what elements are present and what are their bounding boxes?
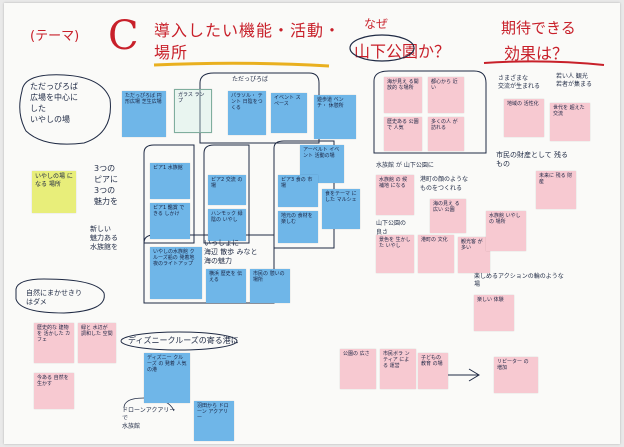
three-piers-text: 3つの ピアに 3つの 魅力を: [94, 164, 118, 206]
nature-box-text: 自然にまかせきり はダメ: [26, 289, 82, 306]
blue-long-note: いやしの水族館 クルーズ船の 発着地 夜のライトアップ: [150, 247, 202, 299]
pier1-note: ピア1 水族館: [150, 163, 190, 199]
why-header: 山下公園か？: [354, 42, 451, 61]
effect-text-1: さまざまな 交流が生まれる: [498, 75, 541, 90]
why-note-8: 港町の 文化: [418, 235, 454, 273]
effect-text-4: 楽しめるアクションの輪のような 場: [474, 273, 564, 288]
whiteboard: (テーマ) C 導入したい機能・活動・場所 なぜ 山下公園か？ 期待できる 効果…: [4, 3, 620, 444]
drone-blue-note: 羽田から ドローン アクアリー: [194, 401, 234, 441]
center-note-1: パラソル・ テント 日陰をつくる: [228, 91, 266, 135]
why-note-9: 観光客 が多い: [458, 237, 490, 273]
expected-top: 期待できる: [501, 19, 576, 37]
center-note-2: イベント スペース: [271, 93, 307, 133]
expected-header: 効果は？: [504, 44, 569, 63]
plaza-clear-note: ガラス ランプ: [174, 89, 212, 133]
why-note-1: 海が見え る開放的 な場所: [384, 77, 422, 113]
effect-note-1: 地域の 活性化: [504, 99, 544, 137]
blue-mid-note-1: 横浜 歴史を 伝える: [206, 269, 246, 303]
theme-letter: C: [108, 13, 139, 59]
effect-text-2: 若い人 観光 若者が集まる: [556, 73, 593, 88]
left-pink-note-3: 今ある 自然を 生かす: [34, 373, 74, 409]
why-top: なぜ: [364, 17, 389, 31]
pier-head-label: ただっぴろば: [232, 76, 269, 83]
left-pink-note-2: 緑と 水辺が 調和した 空間: [78, 323, 116, 363]
drone-label: ドローンアクアリー で 水族館: [122, 407, 176, 430]
center-note-3: 遊歩道 ベンチ・ 休憩所: [314, 95, 356, 139]
effect-note-6: リピーター の 増加: [494, 357, 538, 393]
why-text-3: 山下公園の 良さ: [376, 220, 407, 236]
mid-text-2: いっしょに 海辺 散歩 みなと 海の魅力: [204, 239, 258, 265]
why-text-1: 水族館 が 山下公園に: [376, 162, 434, 169]
why-text-2: 港町の顔のような ものをつくれる: [420, 176, 469, 192]
why-note-5: 水族館 の 候補地 になる: [376, 175, 414, 215]
effect-text-3: 市民の財産として 残る もの: [496, 151, 569, 168]
yellow-note: いやしの場 になる 場所: [32, 171, 76, 213]
facility-header: 導入したい機能・活動・場所: [154, 21, 342, 62]
pier2-note: ピア2 交流 の場: [208, 175, 246, 205]
pier3-note: ピア3 食の 市場: [278, 175, 318, 207]
bottom-pink-note-2: 子どもの 教育 の場: [418, 353, 448, 389]
effect-note-3: 未来に 残る 財産: [536, 171, 576, 209]
effect-note-5: 楽しい 体験: [474, 295, 514, 331]
plaza-blue-note: ただっぴろば 円形広場 芝生広場: [122, 91, 166, 137]
effect-note-2: 世代を 超えた 交流: [550, 103, 590, 141]
bottom-pink-note-1: 市民ボラ ンティア による 運営: [380, 349, 416, 389]
blue-mid-note-2: 市民の 憩いの 場所: [250, 269, 290, 303]
cruise-label: ディズニークルーズの寄る港に: [128, 336, 239, 345]
why-note-3: 歴史ある 公園で 人気: [384, 117, 422, 151]
effect-note-4: 水族館 いやし の 場所: [486, 211, 526, 251]
pier1b-note: ピア1 鑑賞 できる しかけ: [150, 203, 190, 239]
theme-label: (テーマ): [30, 29, 80, 44]
plaza-text: ただっぴろば 広場を中心に した いやしの場: [30, 82, 78, 124]
pier3c-note: 食をテーマ にした マルシェ: [322, 189, 360, 229]
why-note-2: 都心から 近い: [428, 77, 464, 113]
why-note-7: 景色を 生かした いやし: [376, 235, 414, 273]
left-pink-note-1: 歴史的な 建物を 活かした カフェ: [34, 323, 74, 363]
why-note-10: 公園の 広さ: [340, 349, 376, 389]
pier3b-note: 地元の 食材を 楽しむ: [278, 211, 318, 243]
why-note-6: 海の見え る広い 公園: [430, 199, 466, 233]
pier2b-note: ハンモック 緑陰の いやし: [208, 209, 246, 241]
mid-text: 新しい 魅力ある 水族館を: [90, 225, 118, 251]
why-note-4: 多くの人 が訪れる: [428, 117, 464, 151]
cruise-blue-note: ディズニー クルーズ の 発着 人気の港: [144, 353, 190, 403]
